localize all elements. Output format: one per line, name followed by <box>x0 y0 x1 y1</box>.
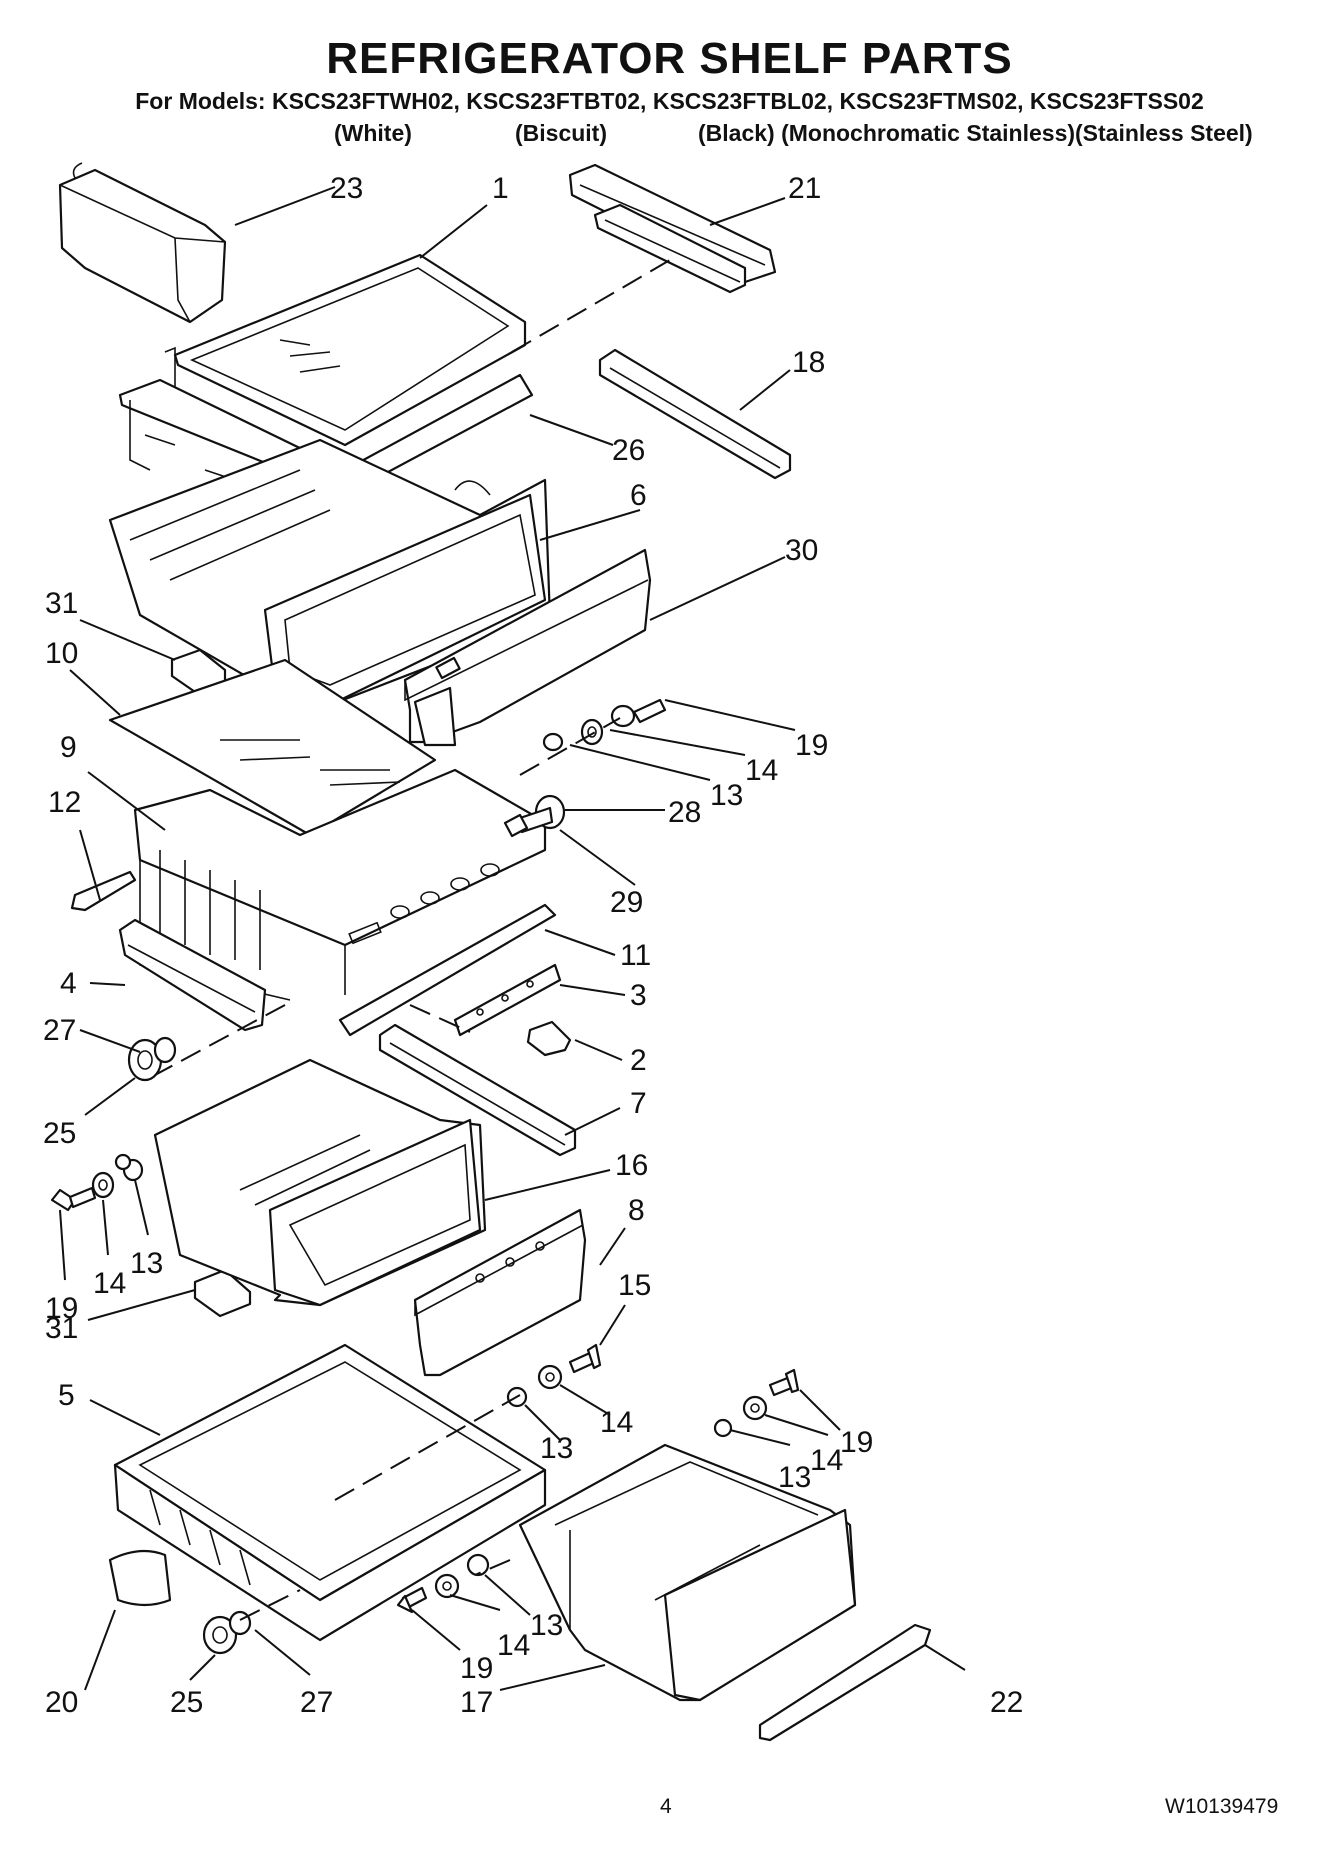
part-bracket <box>453 963 562 1037</box>
hardware-group <box>50 698 800 1655</box>
leader-lines <box>59 186 966 1691</box>
part-bottom-drawer <box>518 1443 857 1702</box>
callout-29: 29 <box>610 886 643 919</box>
callout-20: 20 <box>45 1686 78 1719</box>
callout-21: 21 <box>788 172 821 205</box>
callout-18: 18 <box>792 346 825 379</box>
variant-white: (White) <box>334 120 412 146</box>
callout-19: 19 <box>795 729 828 762</box>
models-line: For Models: KSCS23FTWH02, KSCS23FTBT02, … <box>135 88 1204 114</box>
callout-17: 17 <box>460 1686 493 1719</box>
callout-26: 26 <box>612 434 645 467</box>
callout-14-right: 14 <box>810 1444 843 1477</box>
callout-8: 8 <box>628 1194 645 1227</box>
callout-22: 22 <box>990 1686 1023 1719</box>
callout-numbers: 23 1 21 18 26 6 30 31 10 19 14 13 9 28 1… <box>43 172 1023 1719</box>
callout-14-mid: 14 <box>600 1406 633 1439</box>
callout-23: 23 <box>330 172 363 205</box>
callout-25-bottom: 25 <box>170 1686 203 1719</box>
callout-14-left: 14 <box>93 1267 126 1300</box>
page-number: 4 <box>660 1795 672 1818</box>
callout-2: 2 <box>630 1044 647 1077</box>
callout-19-right: 19 <box>840 1426 873 1459</box>
callout-15: 15 <box>618 1269 651 1302</box>
callout-6: 6 <box>630 479 647 512</box>
variant-biscuit: (Biscuit) <box>515 120 607 146</box>
callout-13-left: 13 <box>130 1247 163 1280</box>
callout-12: 12 <box>48 786 81 819</box>
part-glass-panel <box>108 658 437 837</box>
part-slide-rail-11 <box>338 903 557 1037</box>
callout-13: 13 <box>710 779 743 812</box>
callout-16: 16 <box>615 1149 648 1182</box>
callout-14: 14 <box>745 754 778 787</box>
part-crisper-drawer <box>153 1058 487 1307</box>
callout-27-bottom: 27 <box>300 1686 333 1719</box>
callout-4: 4 <box>60 967 77 1000</box>
part-lower-slide-rail <box>378 1023 577 1157</box>
callout-19-left: 19 <box>45 1292 78 1325</box>
callout-25: 25 <box>43 1117 76 1150</box>
part-lower-shelf <box>113 1343 547 1642</box>
callout-30: 30 <box>785 534 818 567</box>
callout-5: 5 <box>58 1379 75 1412</box>
page-title: REFRIGERATOR SHELF PARTS <box>326 34 1013 83</box>
callout-14-bottom: 14 <box>497 1629 530 1662</box>
callout-27: 27 <box>43 1014 76 1047</box>
callout-19-bottom: 19 <box>460 1652 493 1685</box>
variant-black-stainless: (Black) (Monochromatic Stainless)(Stainl… <box>698 120 1253 146</box>
part-front-rail <box>118 918 267 1032</box>
part-drawer-front <box>403 548 652 747</box>
callout-13-mid: 13 <box>540 1432 573 1465</box>
part-side-clip <box>70 870 137 912</box>
assembly-lines <box>154 259 671 1621</box>
callout-11: 11 <box>620 939 651 972</box>
callout-3: 3 <box>630 979 647 1012</box>
part-slide-rail <box>598 348 792 480</box>
callout-13-bottom: 13 <box>530 1609 563 1642</box>
callout-10: 10 <box>45 637 78 670</box>
part-rail-assembly <box>568 163 777 294</box>
callout-31: 31 <box>45 587 78 620</box>
part-crisper-front <box>413 1208 587 1377</box>
callout-28: 28 <box>668 796 701 829</box>
document-number: W10139479 <box>1165 1795 1279 1818</box>
part-latch <box>526 1020 572 1057</box>
callout-1: 1 <box>492 172 509 205</box>
part-end-cap <box>108 1549 172 1607</box>
callout-31-lower-label: 31 <box>45 1312 79 1345</box>
callout-13-right: 13 <box>778 1461 811 1494</box>
callout-7: 7 <box>630 1087 647 1120</box>
callout-9: 9 <box>60 731 77 764</box>
part-door-bin <box>58 162 227 324</box>
